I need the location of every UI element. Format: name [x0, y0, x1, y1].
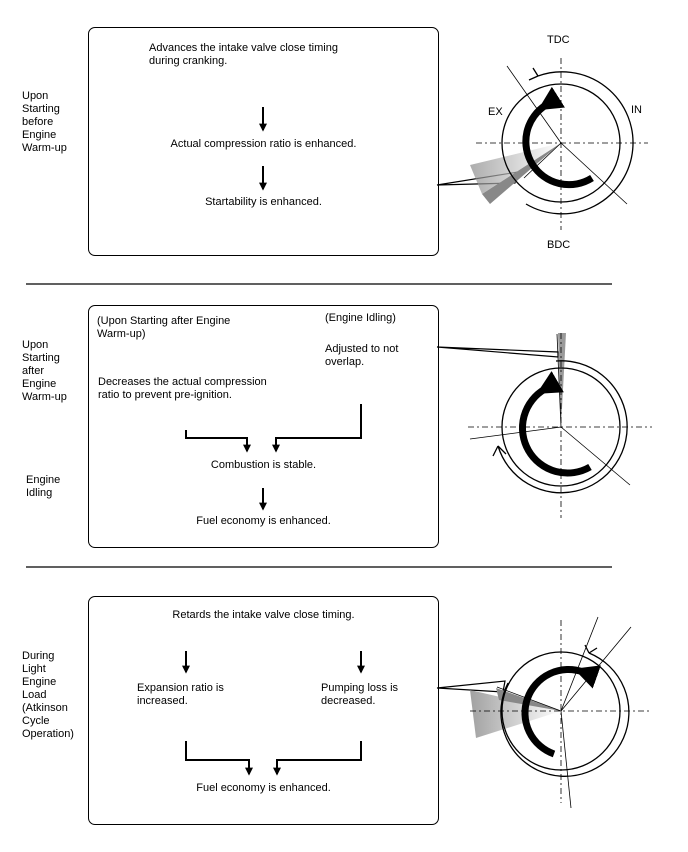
section3-result-fuel: Fuel economy is enhanced. [196, 782, 331, 794]
section2-right-header: (Engine Idling) [325, 312, 396, 324]
section1-advance-text: Advances the intake valve close timing d… [149, 42, 338, 67]
diagram1-shaded-sector [482, 143, 561, 204]
section1-compression-text: Actual compression ratio is enhanced. [170, 138, 357, 150]
diagram1-in-label: IN [631, 104, 642, 116]
diagram1-ex-label: EX [488, 106, 503, 118]
section1-callout-box: Advances the intake valve close timing d… [88, 27, 439, 256]
diagram1-exhaust-arc [522, 86, 594, 189]
section2-result-combustion: Combustion is stable. [210, 459, 317, 471]
section3-callout-box: Retards the intake valve close timing. E… [88, 596, 439, 825]
section3-condition-label: During Light Engine Load (Atkinson Cycle… [22, 650, 74, 740]
diagram1-bdc-label: BDC [547, 239, 570, 251]
valve-timing-diagram-2 [436, 333, 652, 518]
valve-timing-diagram-3 [436, 616, 652, 809]
section2-flow-arrows [185, 404, 362, 511]
diagram2-exhaust-arc [519, 371, 592, 477]
section2-left-header: (Upon Starting after Engine Warm-up) [97, 315, 231, 340]
section2-callout-box: (Upon Starting after Engine Warm-up) (En… [88, 305, 439, 548]
section2-right-text: Adjusted to not overlap. [325, 343, 399, 368]
section2-result-fuel: Fuel economy is enhanced. [196, 515, 331, 527]
section1-condition-label: Upon Starting before Engine Warm-up [22, 90, 67, 154]
diagram2-callout-pointer [436, 346, 559, 358]
section2-condition-label-start: Upon Starting after Engine Warm-up [22, 339, 67, 403]
section3-flow-arrows [182, 651, 365, 776]
section3-retard-text: Retards the intake valve close timing. [172, 609, 355, 621]
valve-timing-diagram-1: TDC BDC EX IN [436, 34, 648, 251]
diagram1-tdc-label: TDC [547, 34, 570, 46]
section2-condition-label-idle: Engine Idling [26, 474, 61, 499]
section3-pumping-text: Pumping loss is decreased. [321, 682, 399, 707]
section1-startability-text: Startability is enhanced. [205, 196, 322, 208]
section2-left-text: Decreases the actual compression ratio t… [98, 376, 267, 401]
diagram3-exhaust-arc [521, 665, 601, 758]
section3-expansion-text: Expansion ratio is increased. [137, 682, 224, 707]
